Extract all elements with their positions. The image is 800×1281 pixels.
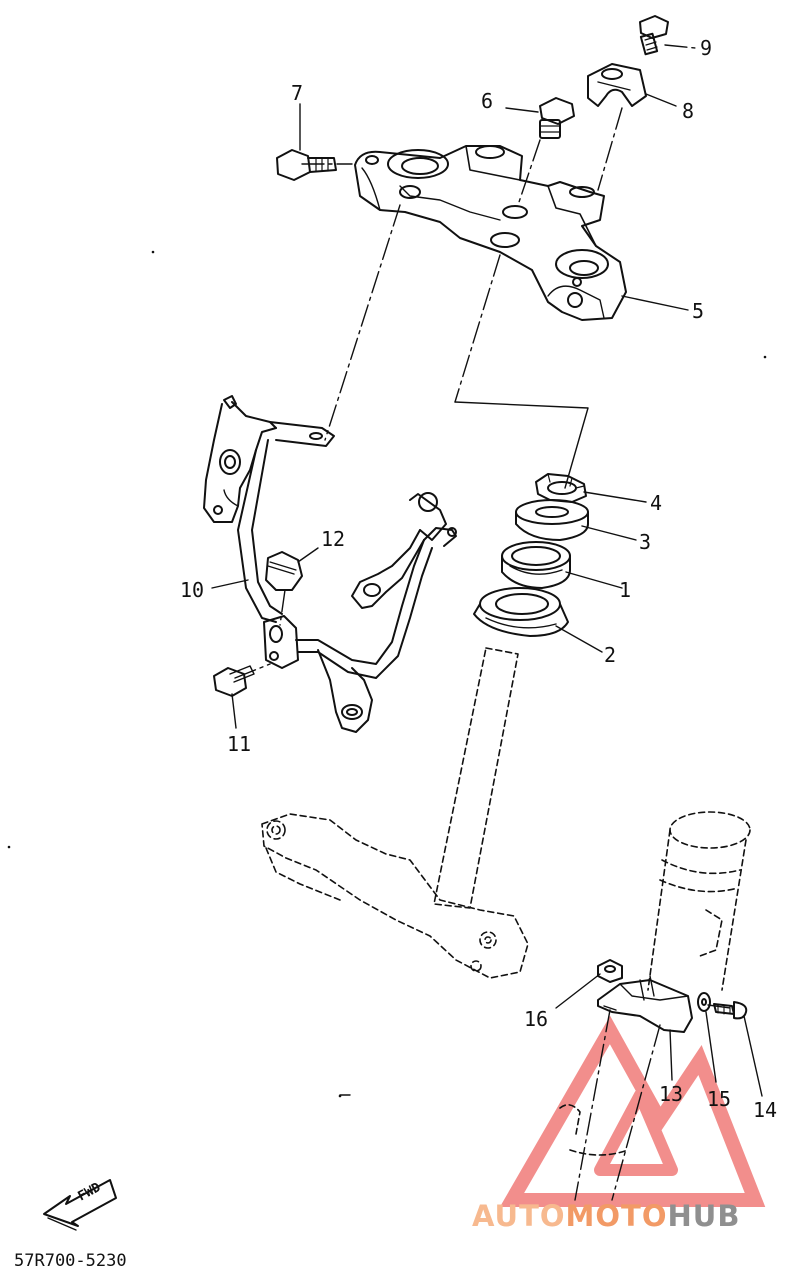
callout-3: 3 xyxy=(639,530,652,554)
callout-11: 11 xyxy=(227,732,252,756)
callout-6: 6 xyxy=(481,89,494,113)
callout-5: 5 xyxy=(692,299,705,323)
handlebar-holder-part-8 xyxy=(587,63,647,107)
stray-dots xyxy=(7,250,767,1098)
alignment-lines xyxy=(234,44,731,1201)
upper-bracket-part-5 xyxy=(354,145,627,321)
bearing-race-part-2 xyxy=(473,587,569,637)
diagram-part-code: 57R700-5230 xyxy=(14,1251,127,1271)
callout-7: 7 xyxy=(291,81,304,105)
steering-stem-under-bracket xyxy=(261,647,529,979)
front-fork-dashed xyxy=(559,811,751,1156)
cable-guide-part-13 xyxy=(597,975,693,1033)
callout-4: 4 xyxy=(650,491,663,515)
callout-12: 12 xyxy=(321,527,346,551)
screw-part-14 xyxy=(713,1001,748,1020)
bearing-cover-part-3 xyxy=(515,499,589,541)
bearing-part-1 xyxy=(501,541,571,589)
ring-nut-part-4 xyxy=(535,473,587,503)
leader-lines xyxy=(211,93,763,1097)
callout-13: 13 xyxy=(659,1082,684,1106)
bolt-part-7 xyxy=(276,149,337,181)
bolt-part-9 xyxy=(639,15,669,56)
callout-2: 2 xyxy=(604,643,617,667)
nut-part-16 xyxy=(597,959,623,983)
bolt-part-11 xyxy=(213,665,255,697)
callout-15: 15 xyxy=(707,1087,732,1111)
watermark-brand-text: AUTOMOTOHUB xyxy=(472,1199,740,1233)
watermark-logo-icon xyxy=(499,1015,766,1207)
callout-14: 14 xyxy=(753,1098,778,1122)
fwd-arrow-icon xyxy=(43,1179,117,1231)
bracket-part-10 xyxy=(203,395,457,733)
callout-8: 8 xyxy=(682,99,695,123)
watermark-text-hub: HUB xyxy=(667,1199,741,1233)
callout-10: 10 xyxy=(180,578,205,602)
watermark-text-moto: MOTO xyxy=(565,1199,668,1233)
callout-1: 1 xyxy=(619,578,632,602)
callout-9: 9 xyxy=(700,36,713,60)
watermark-text-auto: AUTO xyxy=(472,1199,566,1233)
bolt-part-6 xyxy=(539,97,575,139)
grommet-part-12 xyxy=(265,551,303,591)
washer-part-15 xyxy=(697,992,711,1012)
callout-16: 16 xyxy=(524,1007,549,1031)
